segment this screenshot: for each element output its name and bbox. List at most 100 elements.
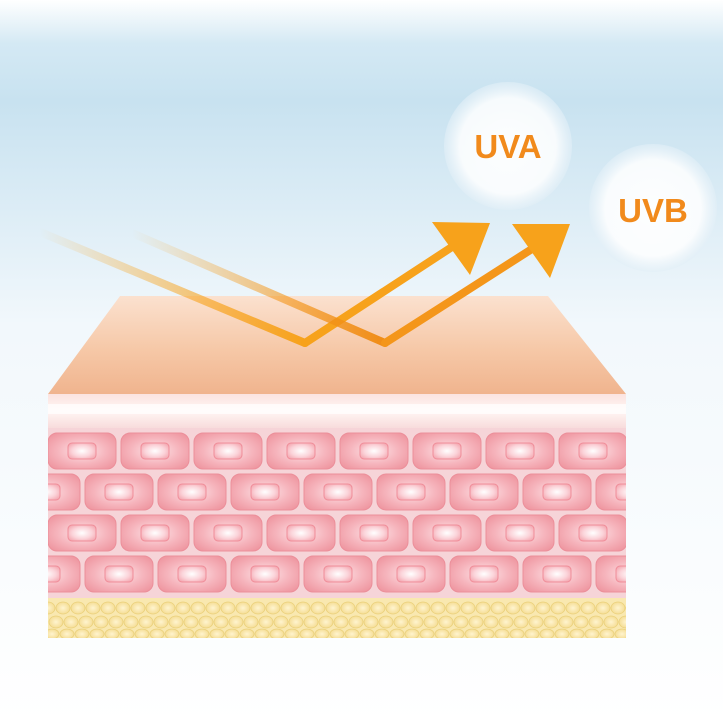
fat-cell	[153, 615, 169, 629]
fat-cell	[235, 601, 251, 615]
fat-cell	[359, 628, 375, 638]
fat-cell	[389, 628, 405, 638]
fat-cell	[273, 615, 289, 629]
fat-cell	[550, 601, 566, 615]
uva-incoming-ray	[36, 228, 309, 347]
fat-cell	[134, 628, 150, 638]
fat-cell	[468, 615, 484, 629]
fat-cell	[175, 601, 191, 615]
fat-cell	[55, 601, 71, 615]
uva-reflected-ray	[301, 241, 459, 347]
uvb-bubble	[589, 144, 717, 272]
fat-cell	[183, 615, 199, 629]
fat-cell	[543, 615, 559, 629]
fat-cell	[48, 615, 64, 629]
cell-nucleus	[140, 442, 170, 460]
fat-cell	[603, 615, 619, 629]
skin-surface	[48, 296, 626, 394]
fat-cell	[509, 628, 525, 638]
fat-cell	[288, 615, 304, 629]
cell-nucleus	[578, 524, 608, 542]
fat-cell	[464, 628, 480, 638]
fat-cell	[243, 615, 259, 629]
uvb-incoming-ray	[128, 229, 389, 347]
fat-cell	[595, 601, 611, 615]
fat-cell	[265, 601, 281, 615]
fat-cell	[78, 615, 94, 629]
uva-bubble	[444, 82, 572, 210]
fat-cell	[59, 628, 75, 638]
fat-cell	[610, 601, 626, 615]
cell-nucleus	[359, 524, 389, 542]
fat-cell	[310, 601, 326, 615]
fat-cell	[618, 615, 626, 629]
fat-cell	[588, 615, 604, 629]
fat-cell	[580, 601, 596, 615]
fat-cell	[164, 628, 180, 638]
fat-cell	[438, 615, 454, 629]
fat-cell	[228, 615, 244, 629]
fat-cell	[419, 628, 435, 638]
fat-cell	[48, 601, 56, 615]
fat-cell	[250, 601, 266, 615]
cell-nucleus	[177, 565, 207, 583]
fat-cell	[479, 628, 495, 638]
fat-cell	[145, 601, 161, 615]
fat-cell	[224, 628, 240, 638]
cell-nucleus	[542, 483, 572, 501]
cell-nucleus	[250, 483, 280, 501]
fat-cell	[423, 615, 439, 629]
uvb-label: UVB	[618, 192, 688, 229]
fat-cell	[198, 615, 214, 629]
cell-nucleus	[104, 483, 134, 501]
fat-cell	[123, 615, 139, 629]
fat-cell	[168, 615, 184, 629]
fat-cell	[558, 615, 574, 629]
fat-cell	[374, 628, 390, 638]
cell-nucleus	[140, 524, 170, 542]
fat-cell	[93, 615, 109, 629]
fat-cell	[303, 615, 319, 629]
fat-cell	[460, 601, 476, 615]
cell-nucleus	[359, 442, 389, 460]
fat-cell	[490, 601, 506, 615]
uva-arrowhead	[432, 222, 490, 275]
fat-cell	[314, 628, 330, 638]
fat-cell	[363, 615, 379, 629]
fat-cell	[190, 601, 206, 615]
fat-cell	[329, 628, 345, 638]
skin-cell	[48, 555, 81, 593]
cell-nucleus	[615, 565, 626, 583]
fat-cell	[513, 615, 529, 629]
cell-nucleus	[615, 483, 626, 501]
fat-cell	[599, 628, 615, 638]
cell-nucleus	[542, 565, 572, 583]
fat-cell	[453, 615, 469, 629]
cell-nucleus	[323, 565, 353, 583]
skin-cells	[48, 432, 626, 593]
fat-cell	[569, 628, 585, 638]
fat-cell	[318, 615, 334, 629]
uvb-arrowhead	[512, 224, 570, 278]
fat-cell	[100, 601, 116, 615]
fat-cell	[108, 615, 124, 629]
fat-cell	[284, 628, 300, 638]
fat-cell	[584, 628, 600, 638]
cell-nucleus	[67, 442, 97, 460]
fat-cell	[483, 615, 499, 629]
fat-cell	[160, 601, 176, 615]
fat-cell	[408, 615, 424, 629]
fat-cell	[63, 615, 79, 629]
fat-cell	[205, 601, 221, 615]
fat-cell	[280, 601, 296, 615]
fat-cell	[400, 601, 416, 615]
fat-cell	[614, 628, 626, 638]
fat-cell	[449, 628, 465, 638]
skin-cell	[595, 555, 626, 593]
cell-nucleus	[67, 524, 97, 542]
fat-cell	[524, 628, 540, 638]
fat-cell	[505, 601, 521, 615]
fat-cell	[269, 628, 285, 638]
fat-cell	[378, 615, 394, 629]
